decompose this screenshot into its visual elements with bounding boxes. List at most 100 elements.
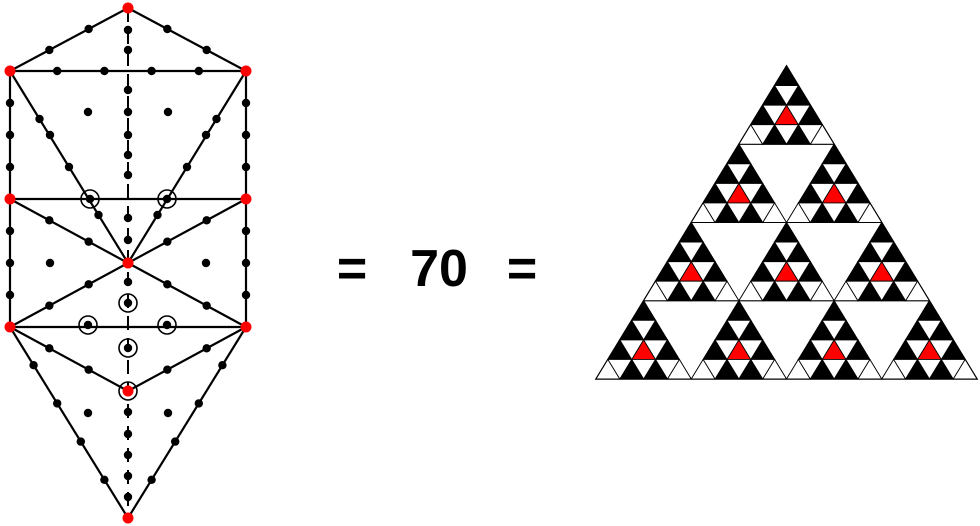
inverted-sub-triangle: [749, 358, 776, 380]
path-line: [127, 262, 247, 328]
inverted-sub-triangle: [833, 182, 859, 204]
tree-dot: [53, 66, 62, 76]
inverted-sub-triangle: [773, 280, 800, 302]
inverted-sub-triangle: [797, 124, 824, 146]
tree-dot: [84, 365, 93, 374]
tree-dot: [163, 280, 172, 289]
tree-dot: [182, 162, 192, 172]
inverted-sub-triangle: [749, 124, 776, 146]
tree-dot: [83, 107, 93, 117]
ringed-dot-ring: [157, 189, 177, 209]
inverted-sub-triangle: [654, 358, 681, 380]
tree-dot: [171, 437, 180, 446]
sierpinski-triangle-figure: [594, 64, 979, 380]
tree-dot: [5, 130, 15, 140]
tree-dot: [202, 45, 211, 55]
tree-dot: [123, 150, 133, 160]
tree-dot: [201, 258, 211, 268]
inverted-sub-triangle: [940, 358, 966, 380]
inverted-sub-triangle: [726, 163, 752, 185]
inverted-sub-triangle: [678, 241, 704, 263]
tree-dot: [84, 24, 93, 34]
tree-dot: [147, 66, 156, 76]
tree-dot: [153, 210, 162, 220]
tree-dot: [123, 107, 133, 117]
sephirah-red-dot: [4, 321, 16, 333]
tree-dot: [123, 25, 133, 35]
inverted-sub-triangle: [678, 280, 704, 302]
tree-dot: [100, 475, 109, 484]
tree-dot: [163, 365, 172, 374]
tree-dot: [162, 320, 172, 330]
inverted-sub-triangle: [726, 319, 752, 341]
number-70: 70: [410, 240, 468, 298]
tree-dot: [94, 210, 103, 220]
path-line: [127, 7, 247, 72]
path-line: [127, 326, 247, 392]
tree-dot: [5, 258, 15, 268]
sephirah-red-dot: [4, 65, 16, 77]
sephirah-red-dot: [240, 193, 252, 205]
ringed-dot-ring: [118, 293, 138, 313]
inverted-sub-triangle: [726, 358, 752, 380]
inverted-sub-triangle: [726, 202, 752, 224]
inverted-sub-triangle: [761, 104, 788, 126]
tree-dot: [201, 130, 211, 140]
inverted-sub-triangle: [916, 319, 943, 341]
tree-dot: [147, 475, 156, 484]
tree-dot: [212, 114, 221, 124]
inverted-sub-triangle: [619, 339, 645, 361]
inverted-sub-triangle: [821, 163, 847, 185]
tree-dot: [123, 429, 133, 439]
tree-dot: [5, 290, 15, 300]
inverted-sub-triangle: [773, 124, 800, 146]
ringed-dot-ring: [118, 381, 138, 401]
inverted-sub-triangle: [797, 358, 824, 380]
tree-dot: [45, 301, 54, 310]
equals-sign-left: =: [337, 240, 367, 298]
inverted-sub-triangle: [607, 358, 633, 380]
tree-dot: [123, 407, 133, 417]
inverted-sub-triangle: [928, 339, 954, 361]
tree-dot: [45, 130, 55, 140]
tree-dot: [194, 66, 203, 76]
tree-dot: [45, 344, 54, 353]
tree-dot: [84, 280, 93, 289]
inverted-sub-triangle: [785, 104, 812, 126]
tree-dot: [241, 130, 251, 140]
inverted-sub-triangle: [821, 358, 847, 380]
tree-dot: [163, 107, 173, 117]
inverted-sub-triangle: [702, 280, 728, 302]
inverted-sub-triangle: [773, 85, 800, 106]
inverted-sub-triangle: [869, 241, 895, 263]
inverted-sub-triangle: [702, 358, 728, 380]
tree-dot: [241, 290, 251, 300]
tree-dot: [163, 408, 173, 418]
tree-dot: [241, 98, 251, 108]
tree-dot: [123, 298, 133, 308]
path-line: [9, 262, 129, 328]
ringed-dot-ring: [80, 189, 100, 209]
inverted-sub-triangle: [690, 261, 716, 283]
tree-dot: [123, 277, 133, 287]
inverted-sub-triangle: [797, 202, 824, 224]
tree-dot: [123, 492, 133, 502]
inverted-sub-triangle: [904, 339, 931, 361]
tree-dot: [123, 471, 133, 481]
sephirah-red-dot: [240, 321, 252, 333]
tree-dot: [123, 170, 133, 180]
tree-dot: [241, 226, 251, 236]
tree-dot: [83, 408, 93, 418]
tree-dot: [123, 213, 133, 223]
ringed-dot-ring: [157, 315, 177, 335]
inverted-sub-triangle: [714, 182, 740, 204]
equation: = 70 =: [337, 240, 537, 298]
sephirah-red-dot: [4, 193, 16, 205]
tree-dot: [123, 343, 133, 353]
path-line: [127, 326, 247, 519]
inverted-sub-triangle: [880, 261, 907, 283]
inverted-sub-triangle: [702, 202, 728, 224]
tree-of-life-figure: [4, 2, 252, 524]
inverted-sub-triangle: [738, 339, 764, 361]
